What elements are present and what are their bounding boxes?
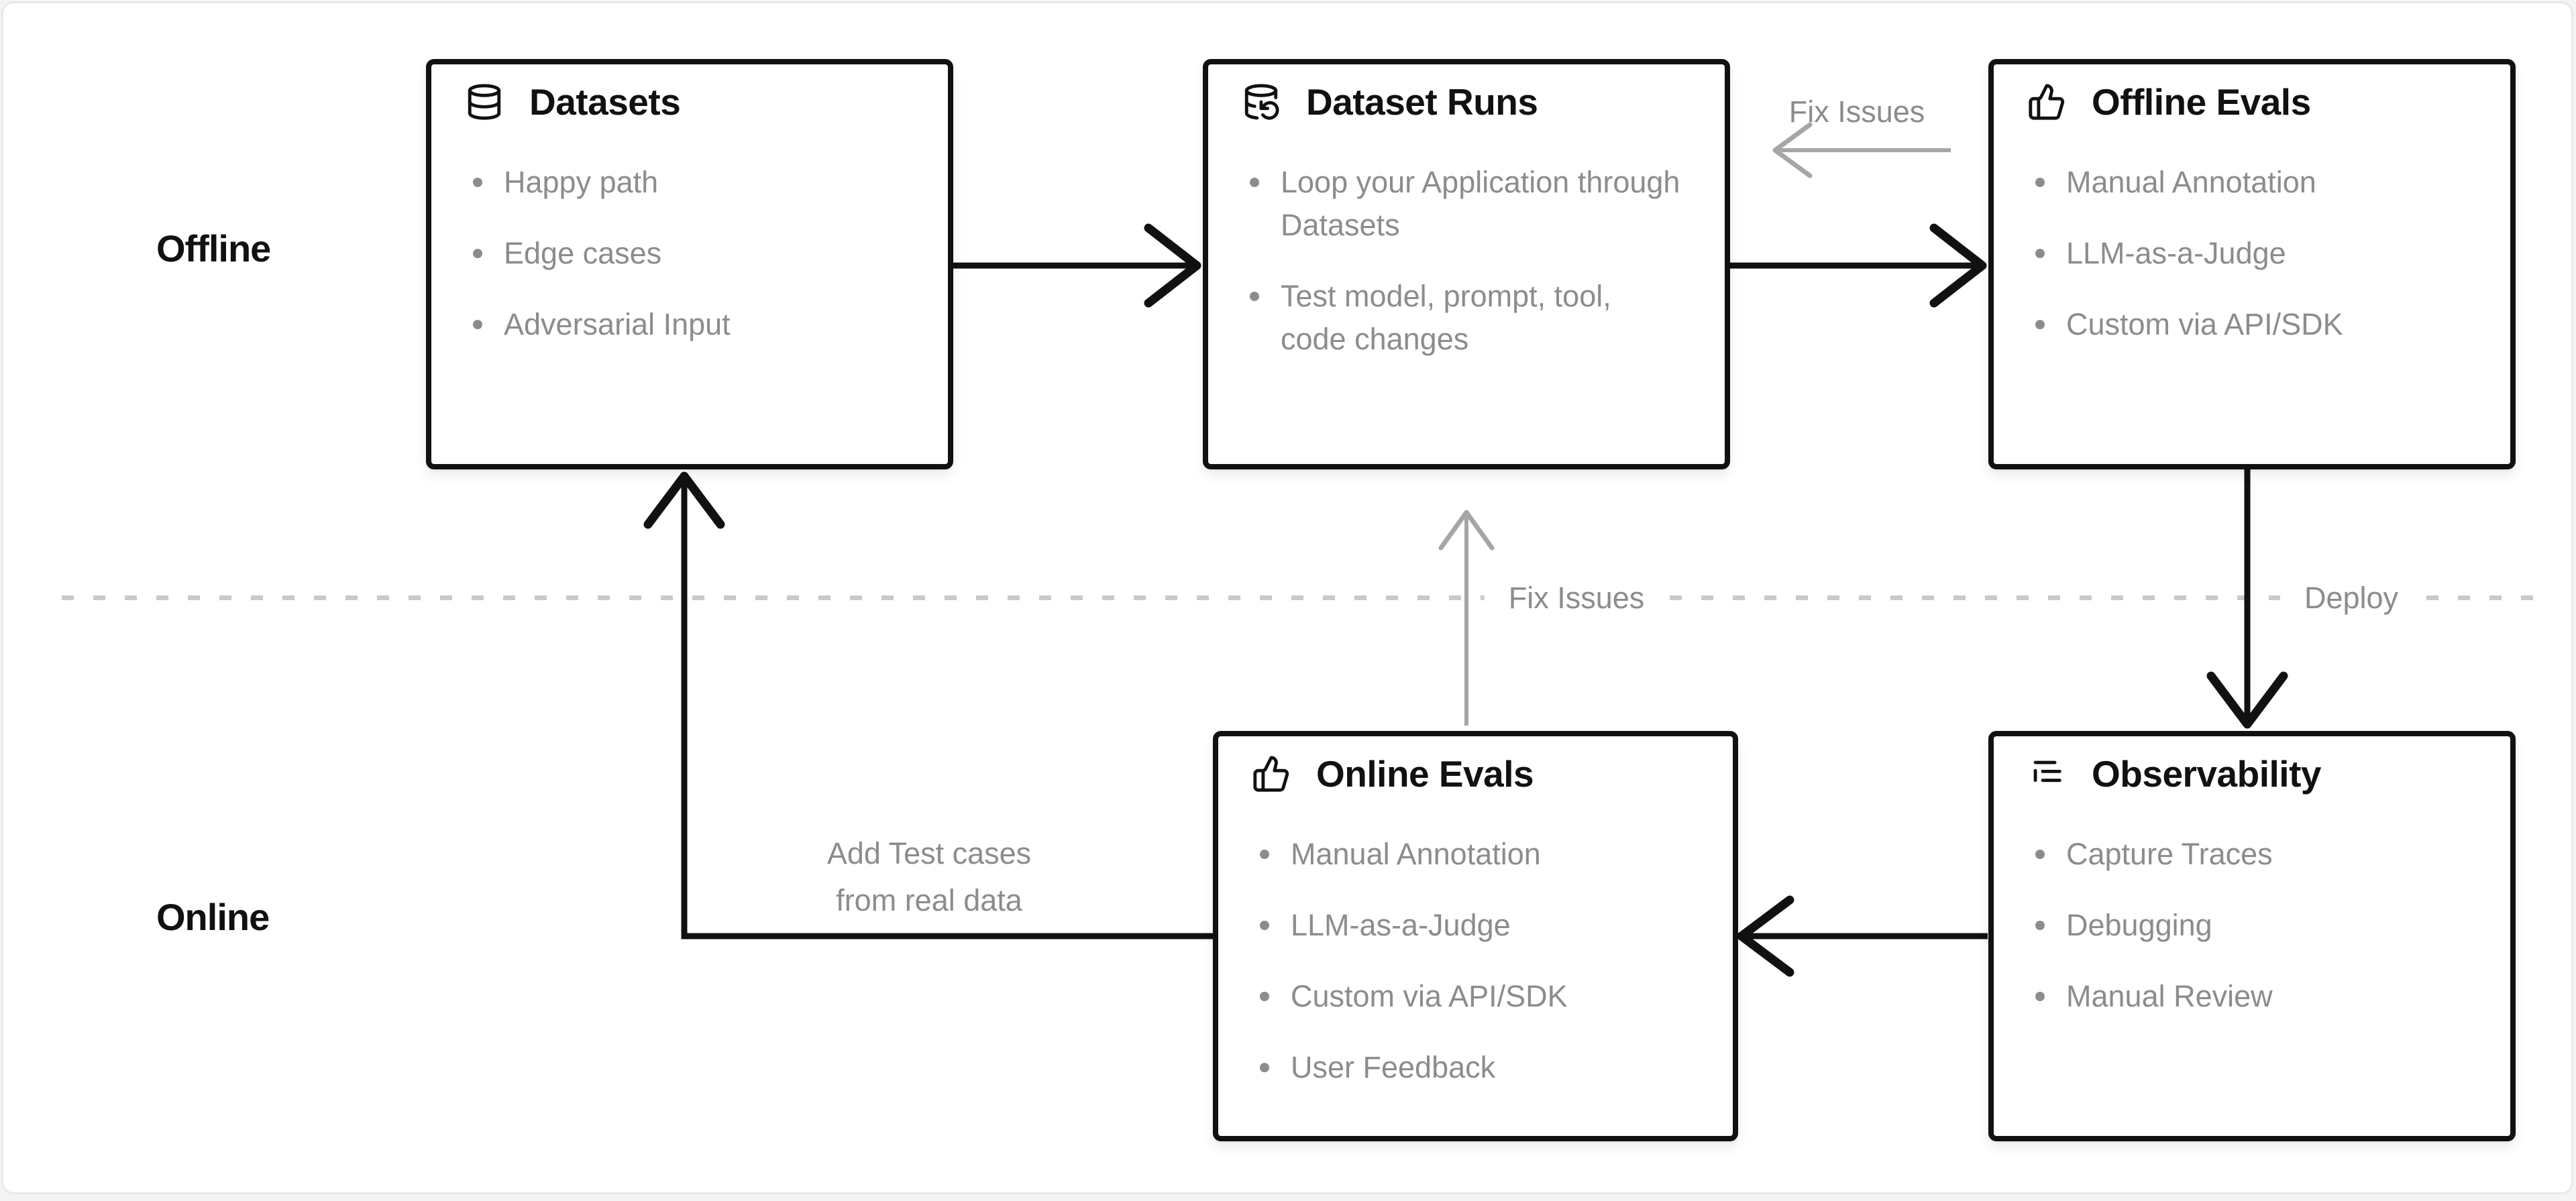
offline-online-divider [62, 595, 2541, 600]
offline-section-label: Offline [156, 227, 271, 270]
box-header: Online Evals [1252, 752, 1706, 795]
bullet-list: Capture Traces Debugging Manual Review [2027, 833, 2483, 1018]
box-title: Dataset Runs [1306, 81, 1538, 123]
logs-icon [2033, 760, 2061, 783]
bullet-text: Custom via API/SDK [2066, 307, 2343, 341]
bullet-item: Manual Annotation [1260, 833, 1693, 876]
fix-issues-top-label: Fix Issues [1788, 95, 1925, 129]
offline-evals-box: Offline Evals Manual Annotation LLM-as-a… [1988, 59, 2516, 469]
bullet-text: Test model, prompt, tool, code changes [1281, 279, 1611, 356]
box-header: Offline Evals [2027, 80, 2483, 123]
online-evals-box: Online Evals Manual Annotation LLM-as-a-… [1213, 731, 1738, 1141]
bullet-item: LLM-as-a-Judge [2035, 232, 2469, 275]
bullet-text: Debugging [2066, 908, 2212, 942]
bullet-item: Custom via API/SDK [1260, 975, 1693, 1018]
bullet-item: Test model, prompt, tool, code changes [1250, 275, 1683, 361]
bullet-item: Manual Annotation [2035, 161, 2469, 204]
datasets-box: Datasets Happy path Edge cases Adversari… [426, 59, 953, 469]
bullet-text: LLM-as-a-Judge [1291, 908, 1511, 942]
bullet-list: Loop your Application through Datasets T… [1242, 161, 1698, 361]
bullet-text: Happy path [504, 165, 659, 199]
thumbs-up-icon [1253, 756, 1289, 792]
bullet-list: Happy path Edge cases Adversarial Input [465, 161, 921, 346]
box-title: Online Evals [1316, 753, 1534, 795]
bullet-text: Capture Traces [2066, 837, 2273, 871]
bullet-item: Adversarial Input [473, 303, 906, 346]
bullet-item: Manual Review [2035, 975, 2469, 1018]
box-title: Datasets [529, 81, 681, 123]
box-title: Observability [2092, 753, 2321, 795]
database-refresh-icon [1244, 84, 1279, 120]
bullet-text: User Feedback [1291, 1050, 1496, 1084]
bullet-text: Custom via API/SDK [1291, 979, 1568, 1013]
database-icon [468, 84, 501, 120]
bullet-text: Adversarial Input [504, 307, 731, 341]
box-header: Datasets [465, 80, 921, 123]
box-header: Dataset Runs [1242, 80, 1698, 123]
deploy-label: Deploy [2279, 578, 2423, 618]
bullet-text: Edge cases [504, 236, 662, 270]
bullet-text: Manual Annotation [1291, 837, 1541, 871]
dataset-runs-box: Dataset Runs Loop your Application throu… [1203, 59, 1730, 469]
box-title: Offline Evals [2092, 81, 2311, 123]
bullet-item: Loop your Application through Datasets [1250, 161, 1683, 247]
bullet-item: Custom via API/SDK [2035, 303, 2469, 346]
add-test-cases-label: Add Test cases from real data [826, 836, 1032, 917]
bullet-item: User Feedback [1260, 1046, 1693, 1089]
bullet-text: Manual Annotation [2066, 165, 2316, 199]
bullet-item: Debugging [2035, 904, 2469, 947]
bullet-item: Edge cases [473, 232, 906, 275]
box-header: Observability [2027, 752, 2483, 795]
bullet-item: Capture Traces [2035, 833, 2469, 876]
bullet-text: Loop your Application through Datasets [1281, 165, 1680, 242]
thumbs-up-icon [2029, 84, 2065, 120]
bullet-list: Manual Annotation LLM-as-a-Judge Custom … [2027, 161, 2483, 346]
bullet-item: LLM-as-a-Judge [1260, 904, 1693, 947]
bullet-text: Manual Review [2066, 979, 2273, 1013]
bullet-list: Manual Annotation LLM-as-a-Judge Custom … [1252, 833, 1706, 1089]
fix-issues-middle-label: Fix Issues [1484, 578, 1669, 618]
online-section-label: Online [156, 896, 270, 938]
observability-box: Observability Capture Traces Debugging M… [1988, 731, 2516, 1141]
bullet-item: Happy path [473, 161, 906, 204]
bullet-text: LLM-as-a-Judge [2066, 236, 2286, 270]
